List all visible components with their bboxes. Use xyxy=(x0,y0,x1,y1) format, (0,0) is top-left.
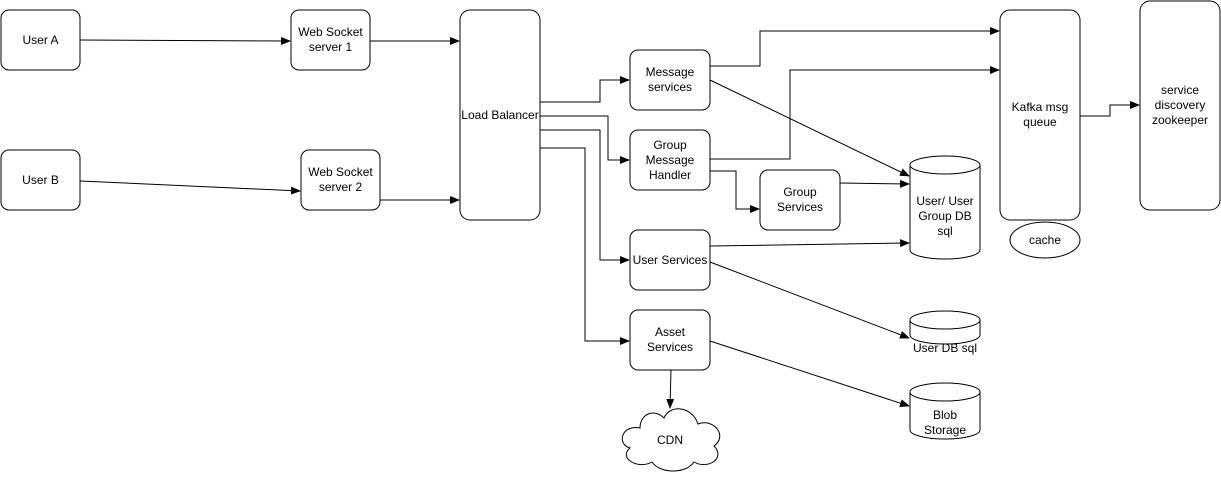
edge-groupmsg-groupservices xyxy=(710,170,760,213)
edge-groupservices-db xyxy=(839,179,910,188)
user-db-cylinder xyxy=(909,310,981,345)
ws1-box xyxy=(290,9,371,71)
group-services-box xyxy=(759,169,841,231)
edge-users-db xyxy=(709,239,910,248)
cache-ellipse xyxy=(1009,221,1081,259)
edge-lb-asset xyxy=(540,147,630,345)
service-discovery-box xyxy=(1139,0,1221,211)
asset-services-box xyxy=(629,309,711,371)
load-balancer-box xyxy=(459,9,541,221)
edge-usera-ws1 xyxy=(79,36,291,45)
edge-message-kafka xyxy=(710,27,1000,67)
edge-kafka-discovery xyxy=(1080,101,1140,117)
kafka-box xyxy=(999,9,1081,221)
user-group-db-cylinder xyxy=(909,155,981,260)
cdn-cloud xyxy=(621,408,721,472)
message-services-box xyxy=(629,49,711,111)
edge-asset-blob xyxy=(709,340,910,408)
edge-lb-groupmsg xyxy=(540,115,630,164)
edge-userb-ws2 xyxy=(79,180,301,195)
edge-lb-users xyxy=(540,129,630,264)
edge-groupmsg-kafka xyxy=(710,66,1000,160)
edge-asset-cdn xyxy=(666,369,675,409)
edge-users-userdb xyxy=(709,261,910,339)
group-message-handler-box xyxy=(629,129,711,191)
blob-storage-cylinder xyxy=(909,382,981,440)
ws2-box xyxy=(300,149,381,211)
user-b-box xyxy=(0,149,81,211)
edge-lb-message xyxy=(540,76,630,103)
user-a-box xyxy=(0,9,81,71)
user-services-box xyxy=(629,229,711,291)
edge-message-db xyxy=(709,79,910,177)
